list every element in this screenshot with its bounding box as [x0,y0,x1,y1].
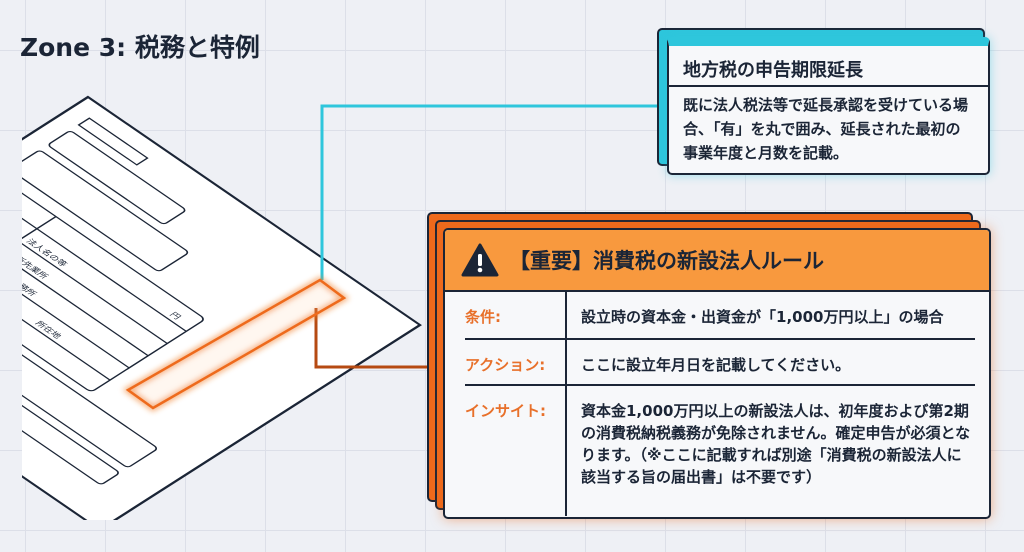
row-value: 設立時の資本金・出資金が「1,000万円以上」の場合 [581,308,944,326]
row-label: インサイト: [465,386,567,516]
highlight-field [125,278,347,410]
card-title: 【重要】消費税の新設法人ルール [509,249,824,273]
local-tax-card: 地方税の申告期限延長 既に法人税法等で延長承認を受けている場合、「有」を丸で囲み… [667,37,990,175]
yen-label: 円 [167,311,183,322]
warning-icon [461,243,499,277]
orange-connector-line [314,308,427,369]
row-label: 条件: [465,292,567,338]
rule-row: インサイト: 資本金1,000万円以上の新設法人は、初年度および第2期の消費税納… [465,386,975,516]
consumption-tax-label: 消 費 税 [0,347,23,377]
rule-row: 条件: 設立時の資本金・出資金が「1,000万円以上」の場合 [465,292,975,340]
card-title: 地方税の申告期限延長 [669,46,988,87]
rule-row: アクション: ここに設立年月日を記載してください。 [465,340,975,386]
card-body: 既に法人税法等で延長承認を受けている場合、「有」を丸で囲み、延長された最初の事業… [683,96,969,162]
blue-connector-line [320,104,657,280]
important-rule-card: 【重要】消費税の新設法人ルール 条件: 設立時の資本金・出資金が「1,000万円… [443,228,991,519]
row-value: 資本金1,000万円以上の新設法人は、初年度および第2期の消費税納税義務が免除さ… [581,402,971,486]
form-sheet: 円 法人名の等 住所先業所 納付先業務所 所在地 消 費 税 年 月 日 [0,95,422,520]
page-title: Zone 3: 税務と特例 [20,33,260,62]
row-value: ここに設立年月日を記載してください。 [581,356,851,374]
row-label: アクション: [465,340,567,384]
